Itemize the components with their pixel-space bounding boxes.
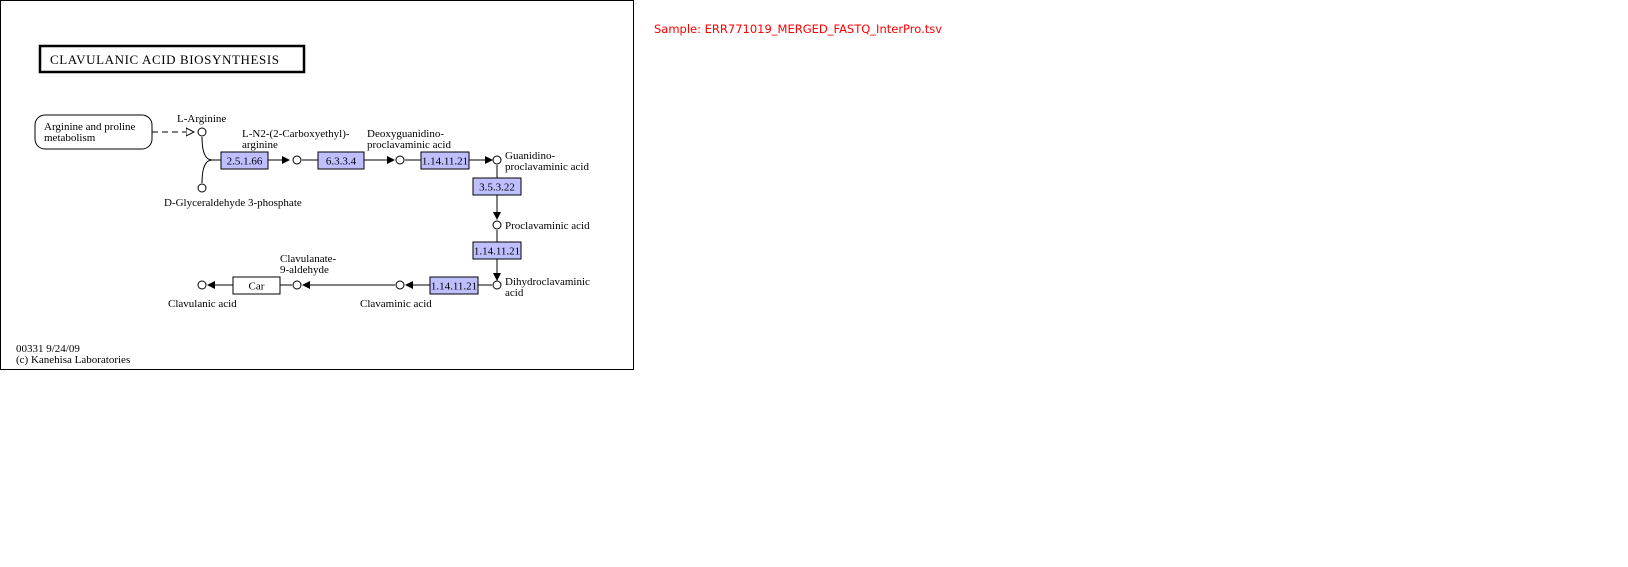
compound-clavulanic[interactable] [197,280,207,290]
compound-dihydroclavaminic[interactable] [492,280,502,290]
compound-g3p[interactable] [197,183,207,193]
enzyme-3-5-3-22[interactable]: 3.5.3.22 [472,177,522,196]
label-dihydroclavaminic-1: Dihydroclavaminic [505,276,590,288]
enzyme-1-14-11-21-a[interactable]: 1.14.11.21 [420,151,470,170]
sample-label: Sample: ERR771019_MERGED_FASTQ_InterPro.… [654,22,943,36]
pathway-map: CLAVULANIC ACID BIOSYNTHESIS Arginine an… [0,0,634,370]
label-g3p: D-Glyceraldehyde 3-phosphate [164,197,302,209]
enzyme-label: 1.14.11.21 [474,246,520,258]
edge-arginine-g3p-merge [201,136,213,184]
enzyme-label: 1.14.11.21 [422,156,468,168]
linked-map-label-2: metabolism [44,132,96,144]
compound-carboxyethyl-arginine[interactable] [292,155,302,165]
label-deoxyguanidino-2: proclavaminic acid [367,139,451,151]
label-guanidino-1: Guanidino- [505,150,555,162]
enzyme-2-5-1-66[interactable]: 2.5.1.66 [220,151,269,170]
enzyme-label: 6.3.3.4 [326,156,357,168]
map-title-box: CLAVULANIC ACID BIOSYNTHESIS [38,44,306,74]
enzyme-6-3-3-4[interactable]: 6.3.3.4 [317,151,365,170]
label-clavaminic: Clavaminic acid [360,298,432,310]
label-deoxyguanidino-1: Deoxyguanidino- [367,128,444,140]
label-clavulanate-aldehyde-1: Clavulanate- [280,253,337,265]
linked-map-label-1: Arginine and proline [44,121,136,133]
label-clavulanate-aldehyde-2: 9-aldehyde [280,264,329,276]
label-clavulanic: Clavulanic acid [168,298,237,310]
enzyme-label: Car [249,281,265,293]
linked-map-arginine-proline[interactable]: Arginine and proline metabolism [34,114,153,150]
compound-proclavaminic[interactable] [492,220,502,230]
label-dihydroclavaminic-2: acid [505,287,524,299]
label-l-arginine: L-Arginine [177,113,226,125]
label-guanidino-2: proclavaminic acid [505,161,589,173]
compound-l-arginine[interactable] [197,127,207,137]
compound-deoxyguanidinoproclavaminic[interactable] [395,155,405,165]
compound-clavulanate-aldehyde[interactable] [292,280,302,290]
compound-clavaminic[interactable] [395,280,405,290]
map-id-date: 00331 9/24/09 [16,343,80,355]
compound-guanidinoproclavaminic[interactable] [492,155,502,165]
enzyme-1-14-11-21-c[interactable]: 1.14.11.21 [429,276,479,295]
enzyme-1-14-11-21-b[interactable]: 1.14.11.21 [472,241,522,260]
map-copyright: (c) Kanehisa Laboratories [16,354,130,366]
enzyme-car[interactable]: Car [232,276,281,295]
label-carboxyethyl-2: arginine [242,139,278,151]
map-title: CLAVULANIC ACID BIOSYNTHESIS [50,52,280,67]
label-carboxyethyl-1: L-N2-(2-Carboxyethyl)- [242,128,350,140]
enzyme-label: 1.14.11.21 [431,281,477,293]
label-proclavaminic: Proclavaminic acid [505,220,590,232]
enzyme-label: 2.5.1.66 [227,156,263,168]
enzyme-label: 3.5.3.22 [479,182,515,194]
